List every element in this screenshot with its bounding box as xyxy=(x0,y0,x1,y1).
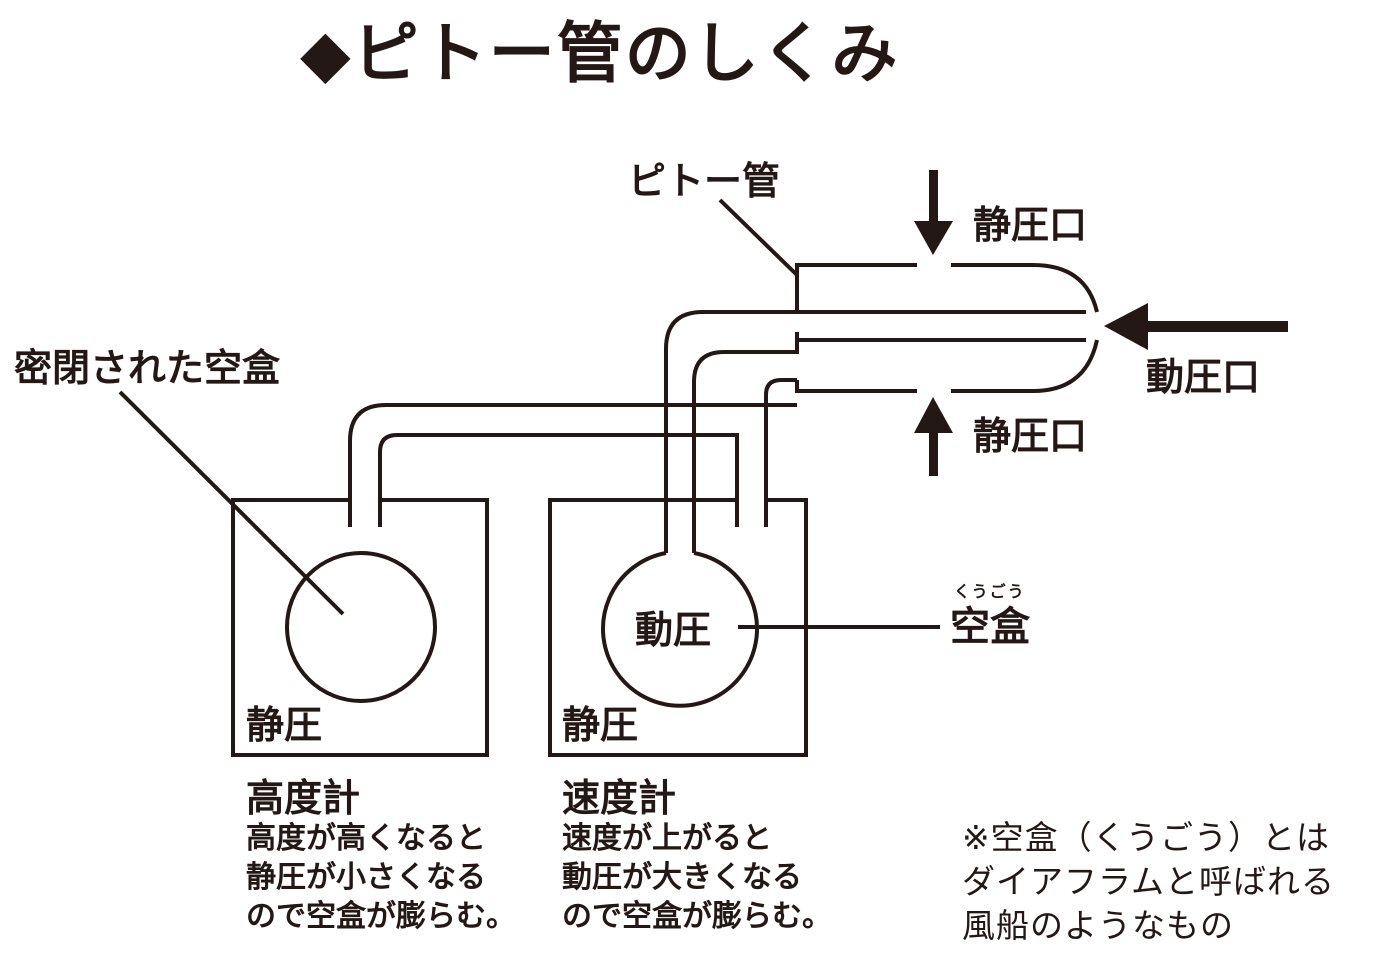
pitot-sleeve-bottom-right xyxy=(951,339,1099,393)
static-pressure-left-label: 静圧 xyxy=(246,703,323,747)
dynamic-port-label: 動圧口 xyxy=(1146,355,1261,399)
sealed-capsule-leader-line xyxy=(118,390,345,616)
pitot-leader-line xyxy=(718,198,799,277)
pitot-sleeve-bottom-left xyxy=(795,380,917,393)
altimeter-name: 高度計 xyxy=(246,776,361,820)
capsule-ruby: くうごう xyxy=(954,582,1026,601)
pitot-sleeve-top-left xyxy=(795,263,917,312)
static-pipe-outer xyxy=(348,403,797,527)
dynamic-pipe xyxy=(664,310,1086,553)
pitot-sleeve-top-right xyxy=(951,263,1099,313)
speedometer-name: 速度計 xyxy=(562,776,677,820)
static-branch-pipe-outer xyxy=(692,332,799,553)
speedometer-line-3: ので空盒が膨らむ。 xyxy=(562,899,832,934)
static-port-top-label: 静圧口 xyxy=(973,203,1088,247)
altimeter-line-1: 高度が高くなると xyxy=(246,821,486,856)
static-port-bottom-label: 静圧口 xyxy=(973,414,1088,458)
note-line-2: ダイアフラムと呼ばれる xyxy=(962,862,1336,901)
dynamic-port-arrow xyxy=(1104,303,1288,350)
dynamic-capsule xyxy=(601,551,759,708)
static-port-bottom-arrow xyxy=(914,397,953,476)
sealed-capsule-label: 密閉された空盒 xyxy=(14,346,281,390)
altimeter-case xyxy=(231,498,489,757)
speedometer-line-2: 動圧が大きくなる xyxy=(562,860,802,895)
capsule-label: 空盒 xyxy=(950,604,1030,650)
dynamic-pressure-label: 動圧 xyxy=(635,608,712,652)
static-pipe-inner xyxy=(378,433,739,527)
static-port-top-arrow xyxy=(914,170,953,255)
pitot-tube-label: ピトー管 xyxy=(628,159,781,203)
altimeter-line-3: ので空盒が膨らむ。 xyxy=(246,899,516,934)
note-line-3: 風船のようなもの xyxy=(962,906,1234,945)
diagram-title: ◆ピトー管のしくみ xyxy=(300,15,900,92)
note-line-1: ※空盒（くうごう）とは xyxy=(962,818,1330,857)
speedometer-case xyxy=(548,498,808,757)
sealed-capsule xyxy=(285,551,437,703)
static-pressure-right-label: 静圧 xyxy=(562,703,639,747)
speedometer-line-1: 速度が上がると xyxy=(562,821,772,856)
static-branch-pipe xyxy=(764,378,797,527)
altimeter-line-2: 静圧が小さくなる xyxy=(246,860,486,895)
